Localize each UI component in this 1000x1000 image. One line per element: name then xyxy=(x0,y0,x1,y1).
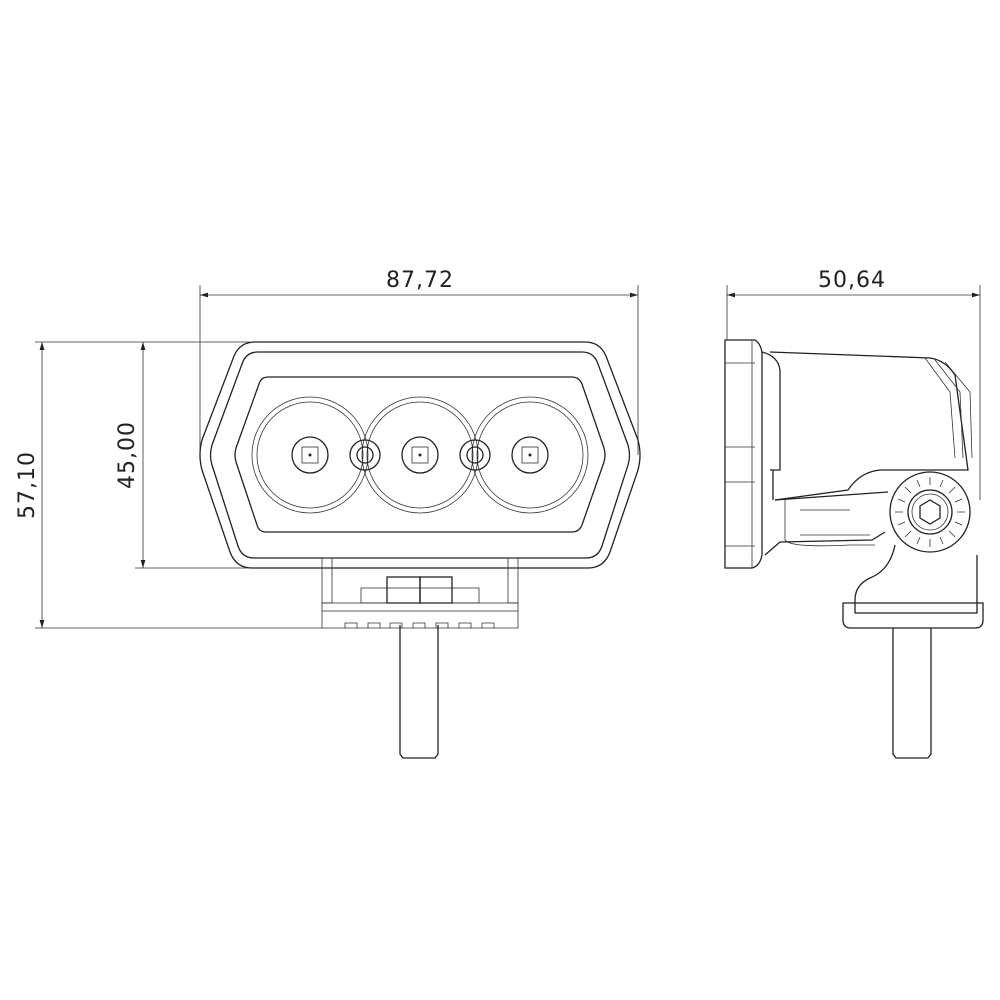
side-stud xyxy=(892,628,932,759)
mounting-stud xyxy=(399,625,439,759)
housing-inner xyxy=(209,351,631,559)
front-view xyxy=(199,341,641,759)
body-housing xyxy=(761,351,969,501)
bezel xyxy=(724,339,763,569)
side-view xyxy=(724,339,984,759)
lens-2 xyxy=(361,396,479,514)
knob-teeth xyxy=(895,477,965,547)
screw-2 xyxy=(459,439,491,471)
dimension-housing-height: 45,00 xyxy=(115,342,250,569)
width-dimension-label: 87,72 xyxy=(386,268,454,293)
lens-window xyxy=(234,376,606,533)
depth-dimension-label: 50,64 xyxy=(818,268,886,293)
side-base-plate xyxy=(842,602,984,629)
lens-3 xyxy=(471,396,589,514)
screw-1 xyxy=(349,439,381,471)
lens-1 xyxy=(251,396,369,514)
housing-height-dimension-label: 45,00 xyxy=(115,421,140,489)
dimension-depth: 50,64 xyxy=(726,268,981,500)
overall-height-dimension-label: 57,10 xyxy=(15,451,40,519)
housing-outer xyxy=(199,341,641,569)
side-bracket xyxy=(854,544,978,614)
adjust-knob xyxy=(889,471,971,553)
mount-bracket xyxy=(321,557,519,629)
dimension-width: 87,72 xyxy=(199,268,639,455)
dimension-overall-height: 57,10 xyxy=(15,341,322,629)
